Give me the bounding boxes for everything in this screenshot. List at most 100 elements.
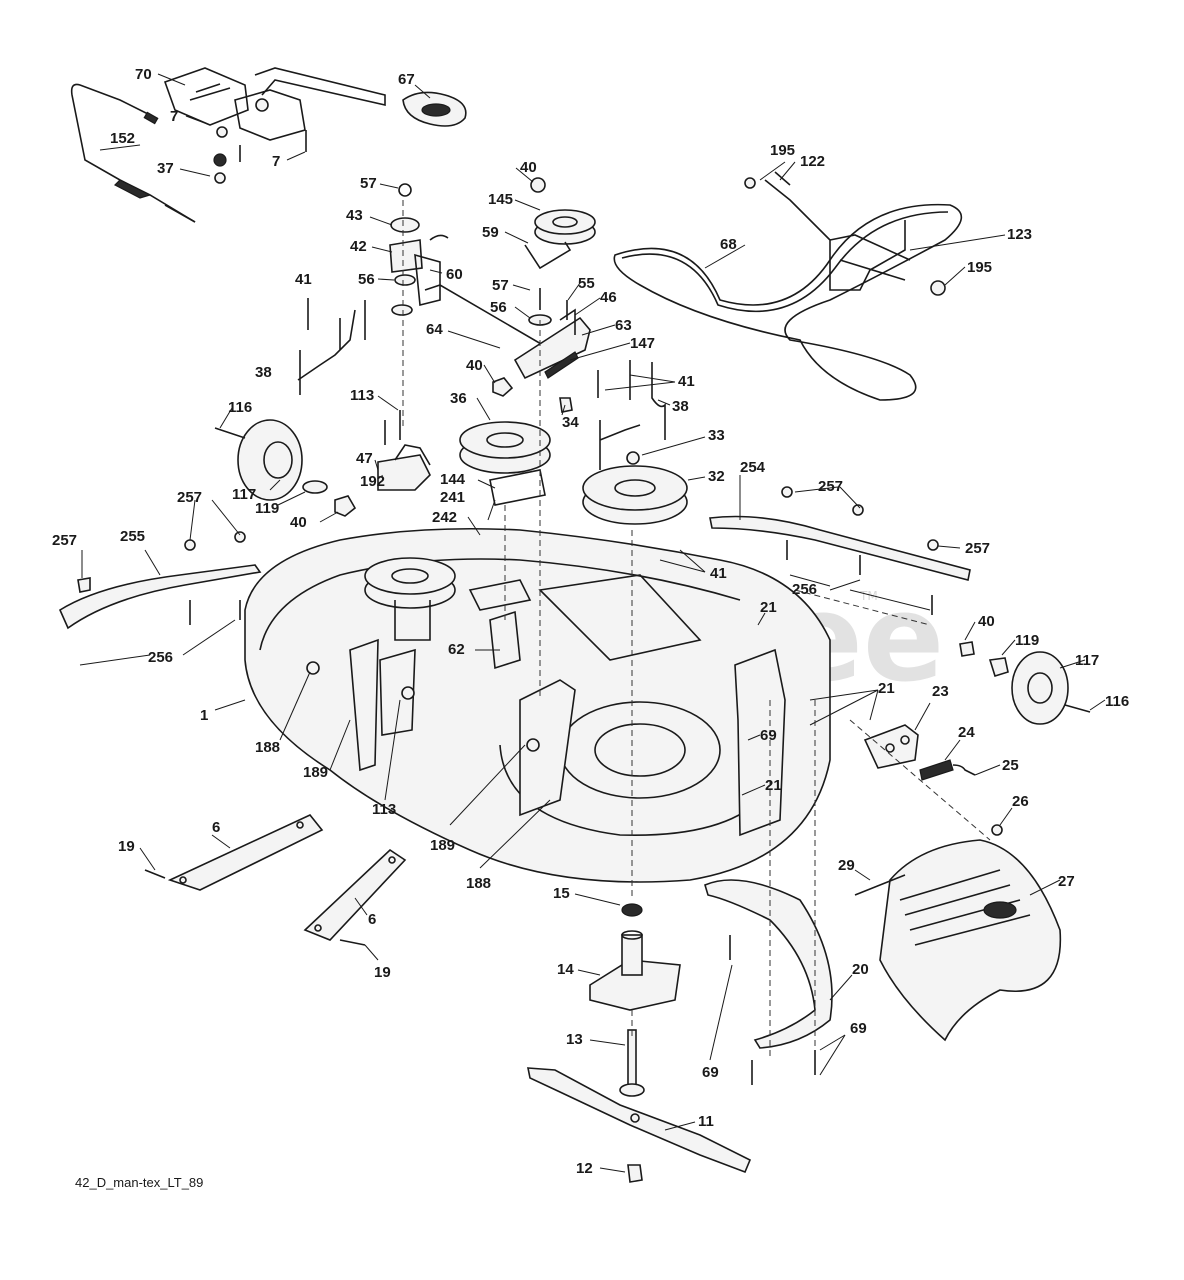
callout-188: 188	[466, 875, 491, 892]
callout-57: 57	[360, 175, 377, 192]
callout-67: 67	[398, 71, 415, 88]
callout-242: 242	[432, 509, 457, 526]
callout-12: 12	[576, 1160, 593, 1177]
pulley-145	[530, 177, 596, 245]
callout-40: 40	[520, 159, 537, 176]
callout-41: 41	[678, 373, 695, 390]
callout-116: 116	[228, 399, 252, 416]
callout-145: 145	[488, 191, 513, 208]
callout-labels: 70 67 7 7 152 37 57 43 42 56 60 41 38 64…	[52, 66, 1129, 1177]
callout-21: 21	[765, 777, 782, 794]
callout-64: 64	[426, 321, 443, 338]
callout-195: 195	[967, 259, 992, 276]
callout-1: 1	[200, 707, 208, 724]
callout-11: 11	[698, 1113, 714, 1130]
spindle-assembly	[589, 903, 681, 1097]
deck-spindle-pulley	[364, 557, 456, 641]
callout-144: 144	[440, 471, 466, 488]
callout-29: 29	[838, 857, 855, 874]
callout-7: 7	[272, 153, 280, 170]
callout-38: 38	[672, 398, 689, 415]
pulley-36	[459, 421, 551, 506]
callout-14: 14	[557, 961, 574, 978]
callout-116: 116	[1105, 693, 1129, 710]
blade-bolt-12	[627, 1164, 643, 1183]
callout-256: 256	[148, 649, 173, 666]
callout-26: 26	[1012, 793, 1029, 810]
watermark-trademark: TM	[859, 589, 878, 603]
callout-34: 34	[562, 414, 579, 431]
discharge-chute-27	[879, 824, 1062, 1042]
part-67-knob	[402, 91, 467, 127]
callout-20: 20	[852, 961, 869, 978]
callout-55: 55	[578, 275, 595, 292]
callout-257: 257	[52, 532, 77, 549]
callout-147: 147	[630, 335, 655, 352]
callout-6: 6	[368, 911, 376, 928]
nut-40-and-34	[492, 377, 640, 465]
diagram-reference-code: 42_D_man-tex_LT_89	[75, 1175, 203, 1190]
callout-56: 56	[358, 271, 375, 288]
callout-56: 56	[490, 299, 507, 316]
callout-41: 41	[710, 565, 727, 582]
lift-bracket-assembly	[163, 67, 386, 184]
callout-119: 119	[255, 500, 279, 517]
callout-40: 40	[978, 613, 995, 630]
callout-38: 38	[255, 364, 272, 381]
callout-47: 47	[356, 450, 373, 467]
idler-arm-stack	[389, 183, 561, 430]
callout-36: 36	[450, 390, 467, 407]
callout-257: 257	[818, 478, 843, 495]
callout-42: 42	[350, 238, 367, 255]
blade-11	[527, 1067, 752, 1174]
callout-69: 69	[850, 1020, 867, 1037]
right-bolts-and-bracket-38	[597, 360, 666, 470]
callout-46: 46	[600, 289, 617, 306]
callout-69: 69	[702, 1064, 719, 1081]
drive-belt-68	[613, 203, 963, 401]
callout-117: 117	[232, 486, 256, 503]
callout-113: 113	[350, 387, 374, 404]
callout-7: 7	[170, 108, 178, 125]
callout-189: 189	[303, 764, 328, 781]
gauge-wheel-left	[214, 419, 357, 517]
hanger-bracket-6-lower	[303, 848, 407, 946]
callout-254: 254	[740, 459, 766, 476]
callout-13: 13	[566, 1031, 583, 1048]
callout-257: 257	[965, 540, 990, 557]
deck-hanger-brackets	[306, 610, 786, 837]
callout-68: 68	[720, 236, 737, 253]
callout-57: 57	[492, 277, 509, 294]
callout-113: 113	[372, 801, 396, 818]
callout-41: 41	[295, 271, 312, 288]
deck-bracket-47	[377, 410, 431, 491]
callout-117: 117	[1075, 652, 1099, 669]
callout-62: 62	[448, 641, 465, 658]
callout-60: 60	[446, 266, 463, 283]
pulley-32	[582, 465, 688, 525]
hanger-bracket-6-upper	[144, 814, 324, 891]
callout-69: 69	[760, 727, 777, 744]
callout-122: 122	[800, 153, 825, 170]
callout-256: 256	[792, 581, 817, 598]
callout-21: 21	[760, 599, 777, 616]
baffle-bar-254	[709, 486, 971, 615]
callout-33: 33	[708, 427, 725, 444]
chute-deflector-20	[704, 879, 833, 1085]
left-bolts-and-bracket-38	[297, 298, 366, 395]
callout-leader-lines	[79, 73, 1106, 1173]
lift-rod	[70, 83, 196, 223]
chute-bracket-23	[863, 724, 919, 769]
callout-15: 15	[553, 885, 570, 902]
assembly-guide-lines	[504, 320, 991, 1060]
callout-188: 188	[255, 739, 280, 756]
callout-37: 37	[157, 160, 174, 177]
callout-59: 59	[482, 224, 499, 241]
spring-24	[919, 759, 976, 781]
callout-123: 123	[1007, 226, 1032, 243]
callout-195: 195	[770, 142, 795, 159]
belt-guide-assembly	[744, 171, 946, 296]
baffle-bar-255	[58, 531, 262, 630]
callout-19: 19	[118, 838, 135, 855]
